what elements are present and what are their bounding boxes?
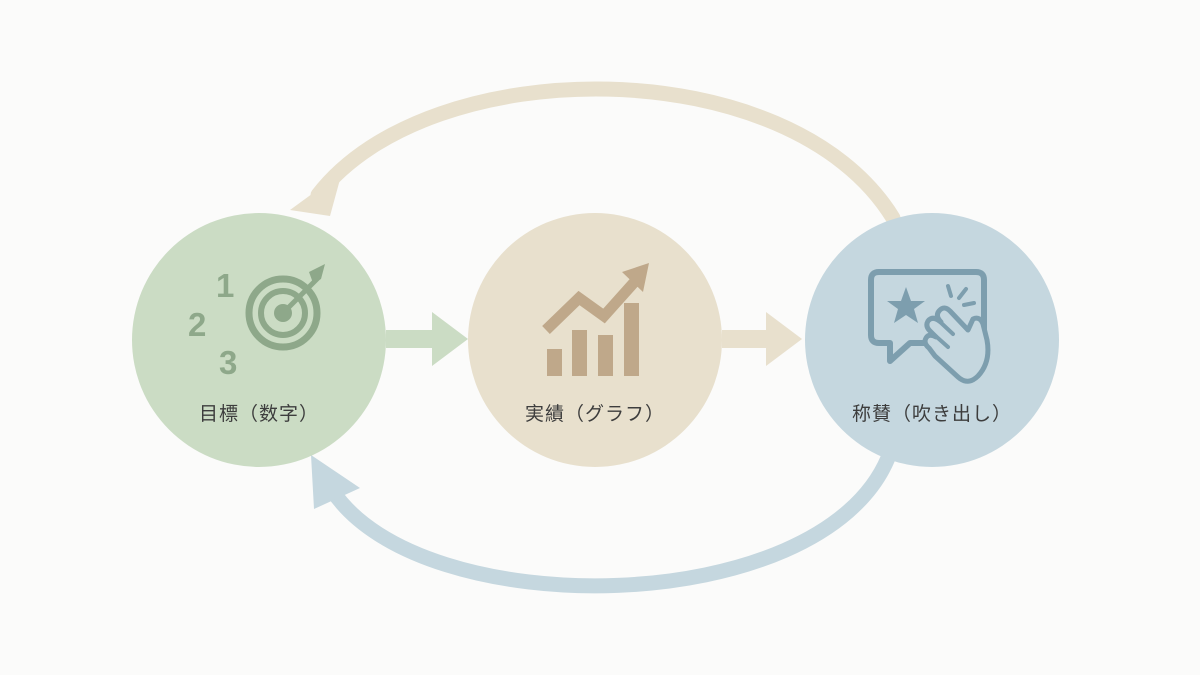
digit-3: 3 — [219, 344, 237, 381]
top-return-arc — [290, 81, 901, 226]
node-result — [468, 213, 722, 467]
numbered-target-icon: 1 2 3 — [188, 264, 325, 381]
bottom-return-arc — [311, 450, 896, 594]
praise-label: 称賛（吹き出し） — [851, 403, 1012, 425]
digit-1: 1 — [216, 267, 234, 304]
arrow-result-to-praise — [722, 312, 802, 366]
rising-bar-chart-icon — [542, 263, 649, 376]
node-praise — [805, 213, 1059, 467]
result-label: 実績（グラフ） — [524, 403, 665, 425]
digit-2: 2 — [188, 306, 206, 343]
node-goal: 1 2 3 — [132, 213, 386, 467]
arrow-goal-to-result — [386, 312, 468, 366]
goal-label: 目標（数字） — [198, 403, 319, 425]
speech-bubble-clap-icon — [868, 269, 991, 384]
